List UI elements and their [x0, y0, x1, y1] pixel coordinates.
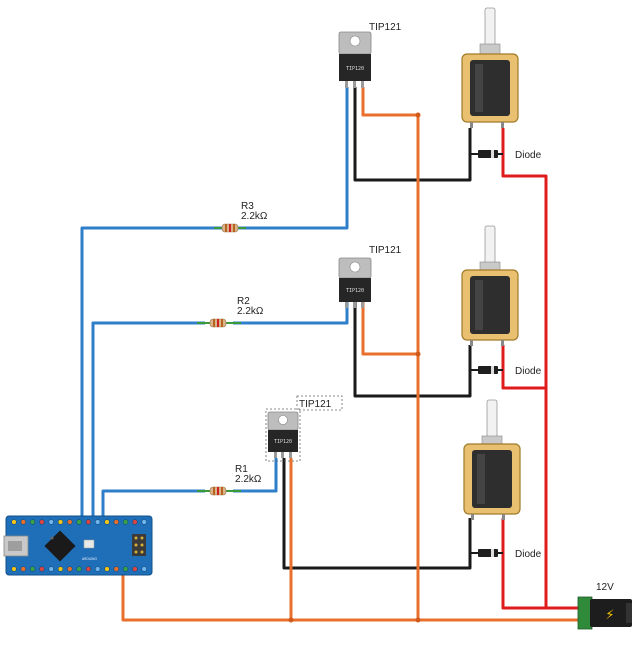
transistor-q1-marking: TIP120: [274, 439, 292, 445]
header-pin: [104, 566, 110, 572]
transistor-q1: TIP120 TIP121: [265, 395, 343, 462]
supply-rail-3: [501, 518, 546, 610]
junction-dots: [288, 112, 421, 623]
header-pin: [141, 519, 147, 525]
diode-3-label: Diode: [515, 549, 542, 560]
header-pin: [104, 519, 110, 525]
ground-q2: [353, 296, 472, 398]
header-pin: [67, 566, 73, 572]
arduino-nano: ARDUINO: [3, 515, 153, 576]
wire-d5-r2: [91, 321, 205, 522]
supply-rail-1: [501, 128, 580, 610]
supply-rail-2: [501, 345, 546, 390]
power-label: 12V: [596, 582, 614, 593]
board-marking: ARDUINO: [82, 557, 98, 561]
header-pin: [20, 566, 26, 572]
resistor-r3-value: 2.2kΩ: [241, 211, 268, 222]
header-pin: [76, 566, 82, 572]
header-pin: [85, 519, 92, 525]
transistor-q2-marking: TIP120: [346, 288, 364, 294]
power-jack: 12V ⚡: [577, 582, 632, 630]
resistor-r1: R1 2.2kΩ: [197, 464, 262, 496]
ground-q3: [353, 87, 472, 182]
header-pin: [141, 566, 147, 572]
header-pin: [132, 519, 138, 525]
header-pin: [48, 566, 54, 572]
header-pin: [29, 566, 36, 572]
header-pin: [113, 519, 119, 525]
transistor-q2-label: TIP121: [369, 245, 402, 256]
collector-q3: [361, 87, 420, 620]
transistor-q2: TIP120 TIP121: [338, 245, 402, 308]
header-pin: [39, 566, 45, 572]
header-pin: [113, 566, 119, 572]
ground-wires: [282, 87, 472, 570]
header-pin: [67, 519, 73, 525]
transistor-q3-marking: TIP120: [346, 66, 364, 72]
power-bolt-icon: ⚡: [605, 608, 614, 623]
resistor-r2-name: R2: [237, 296, 250, 307]
header-pin: [11, 566, 17, 572]
header-pin: [95, 519, 101, 525]
supply-wires: [501, 128, 580, 610]
header-pin: [20, 519, 26, 525]
resistor-r3: R3 2.2kΩ: [214, 201, 268, 233]
diode-1-label: Diode: [515, 150, 542, 161]
resistor-r1-value: 2.2kΩ: [235, 474, 262, 485]
collector-q2: [361, 296, 418, 356]
header-pin: [48, 519, 54, 525]
solenoid-2: [461, 225, 519, 346]
header-pin: [132, 566, 138, 572]
header-pin: [29, 519, 36, 525]
resistor-r2: R2 2.2kΩ: [197, 296, 264, 328]
transistor-q1-selection-box: [265, 408, 301, 462]
transistor-q1-label-box: [296, 395, 343, 411]
signal-wires: [80, 87, 349, 522]
resistor-r2-value: 2.2kΩ: [237, 306, 264, 317]
wire-d6-r1: [101, 489, 205, 522]
header-pin: [39, 519, 45, 525]
transistor-q3-label: TIP121: [369, 22, 402, 33]
header-pin: [122, 566, 129, 572]
header-pin: [122, 519, 129, 525]
transistor-q3: TIP120 TIP121: [338, 22, 402, 88]
pin-row-top: [11, 519, 147, 525]
reset-button: [83, 539, 95, 549]
solenoid-3: [463, 399, 521, 520]
resistor-r1-name: R1: [235, 464, 248, 475]
gnd-return: [121, 575, 580, 622]
icsp-header: [132, 534, 146, 556]
ground-q1: [282, 458, 472, 570]
wire-d4-r3: [80, 226, 222, 522]
diode-1: Diode: [470, 150, 542, 161]
wire-r3-q3: [238, 87, 349, 230]
diode-3: Diode: [470, 549, 542, 560]
header-pin: [11, 519, 17, 525]
transistor-q1-label: TIP121: [299, 399, 332, 410]
collector-wires: [121, 87, 580, 622]
header-pin: [85, 566, 92, 572]
pin-row-bottom: [11, 566, 147, 572]
header-pin: [76, 519, 82, 525]
wire-r1-q1: [233, 458, 278, 493]
diode-2-label: Diode: [515, 366, 542, 377]
solenoid-1: [461, 7, 519, 128]
header-pin: [57, 566, 64, 572]
header-pin: [57, 519, 64, 525]
diode-2: Diode: [470, 366, 542, 377]
header-pin: [95, 566, 101, 572]
resistor-r3-name: R3: [241, 201, 254, 212]
